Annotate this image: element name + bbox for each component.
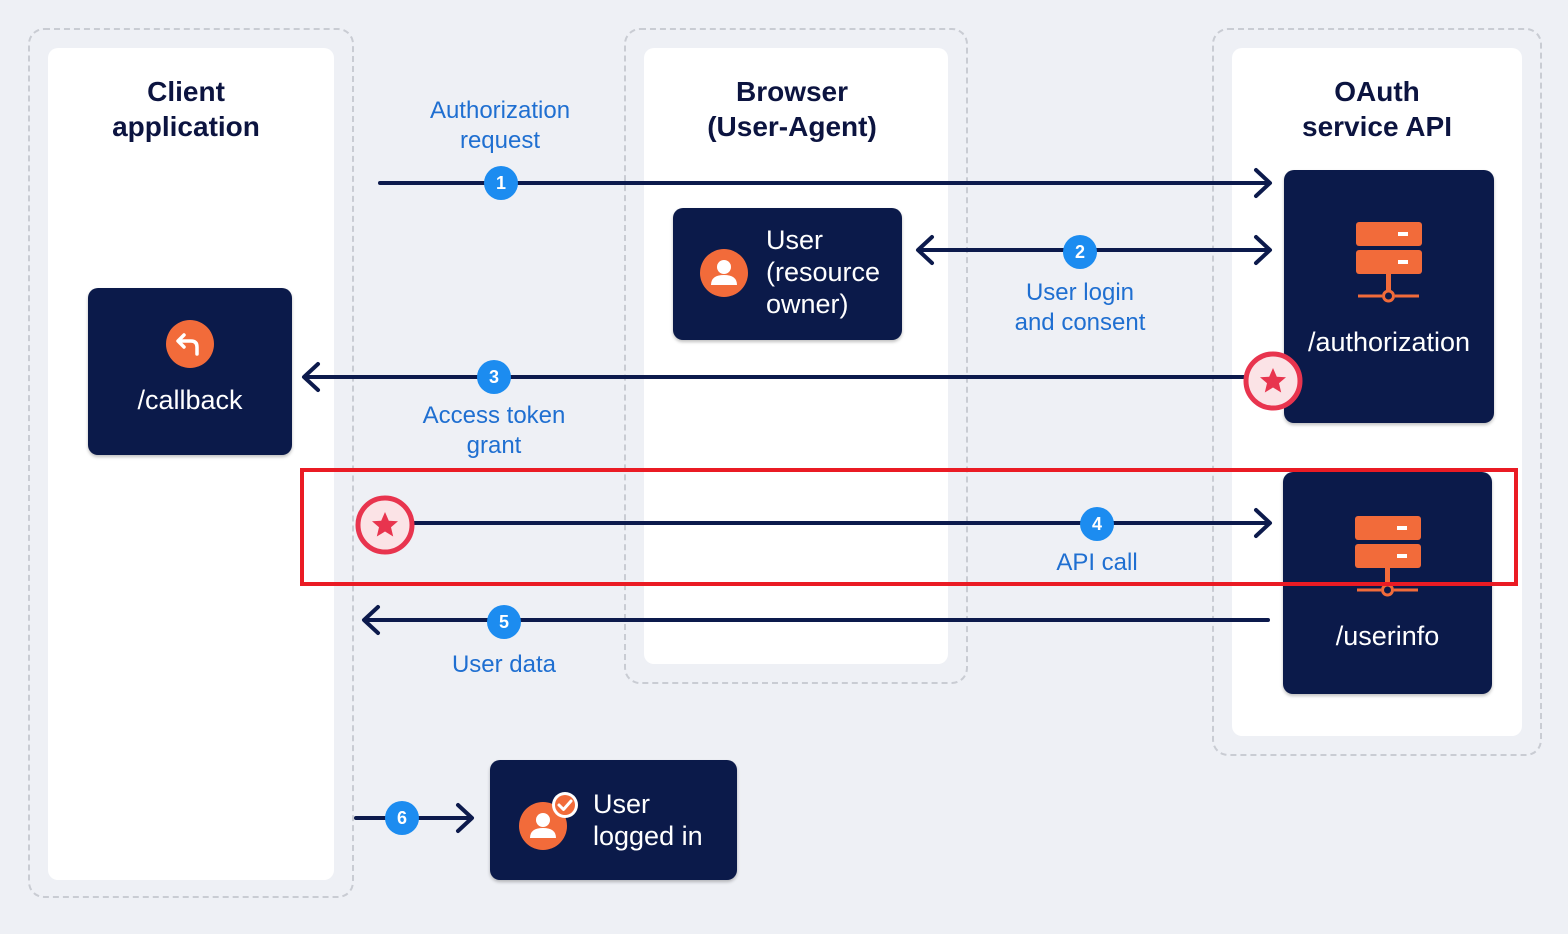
client-lane: [28, 28, 354, 898]
step-badge-2: 2: [1063, 235, 1097, 269]
step-number-5: 5: [499, 612, 509, 632]
step-badge-1: 1: [484, 166, 518, 200]
highlight-box: [300, 468, 1518, 586]
step-1-label: Authorization request: [400, 96, 600, 156]
client-title-line1: Client: [147, 76, 225, 107]
oauth-title-line2: service API: [1302, 111, 1452, 142]
browser-lane: [624, 28, 968, 684]
authorization-box: /authorization: [1284, 170, 1494, 423]
step-4-label: API call: [997, 548, 1197, 578]
resource-owner-label: User (resource owner): [766, 224, 880, 320]
arrowhead-step-2-left: [916, 235, 934, 265]
step-3-label-line2: grant: [466, 432, 522, 459]
step-1-label-line2: request: [459, 127, 541, 154]
userinfo-label: /userinfo: [1335, 621, 1440, 651]
browser-title-line2: (User-Agent): [707, 111, 877, 142]
browser-lane-title: Browser (User-Agent): [644, 74, 940, 144]
resource-owner-line1: User: [766, 225, 824, 255]
logged-in-line1: User: [593, 789, 651, 819]
logged-in-box: User logged in: [490, 760, 737, 880]
user-icon: [700, 249, 748, 297]
oauth-title-line1: OAuth: [1334, 76, 1420, 107]
arrowhead-step-6: [456, 803, 474, 833]
oauth-lane: [1212, 28, 1542, 756]
step-5-label: User data: [404, 650, 604, 680]
step-number-1: 1: [496, 173, 506, 193]
step-4-label-line1: API call: [1056, 549, 1138, 576]
step-number-4: 4: [1092, 514, 1102, 534]
client-lane-panel: [48, 48, 334, 880]
step-2-label-line1: User login: [1025, 279, 1135, 306]
resource-owner-line3: owner): [766, 289, 849, 319]
server-icon: [1356, 222, 1422, 303]
step-3-label: Access token grant: [394, 401, 594, 461]
client-lane-title: Client application: [48, 74, 324, 144]
logged-in-line2: logged in: [593, 821, 703, 851]
step-1-label-line1: Authorization: [429, 97, 571, 124]
resource-owner-line2: (resource: [766, 257, 881, 287]
return-arrow-icon: [166, 320, 214, 368]
arrowhead-step-2-right: [1254, 235, 1272, 265]
logged-in-label: User logged in: [593, 788, 703, 852]
step-badge-6: 6: [385, 801, 419, 835]
step-number-3: 3: [489, 367, 499, 387]
browser-lane-panel: [644, 48, 948, 664]
step-number-2: 2: [1075, 242, 1085, 262]
server-icon: [1355, 516, 1421, 597]
step-3-label-line1: Access token: [422, 402, 566, 429]
step-number-6: 6: [397, 808, 407, 828]
client-title-line2: application: [112, 111, 260, 142]
step-badge-3: 3: [477, 360, 511, 394]
oauth-lane-title: OAuth service API: [1232, 74, 1522, 144]
user-check-icon: [519, 792, 578, 850]
token-star-icon: [355, 495, 415, 555]
step-2-label: User login and consent: [980, 278, 1180, 338]
authorization-label: /authorization: [1307, 327, 1471, 357]
arrowhead-step-3: [302, 362, 320, 392]
browser-title-line1: Browser: [735, 76, 849, 107]
step-badge-4: 4: [1080, 507, 1114, 541]
token-star-icon: [1243, 351, 1303, 411]
callback-label: /callback: [137, 385, 243, 415]
arrowhead-step-5: [362, 605, 380, 635]
resource-owner-box: User (resource owner): [673, 208, 902, 340]
step-5-label-line1: User data: [451, 651, 557, 678]
arrowhead-step-1: [1254, 168, 1272, 198]
step-badge-5: 5: [487, 605, 521, 639]
arrowhead-step-4: [1254, 508, 1272, 538]
step-2-label-line2: and consent: [1014, 309, 1146, 336]
callback-box: /callback: [88, 288, 292, 455]
